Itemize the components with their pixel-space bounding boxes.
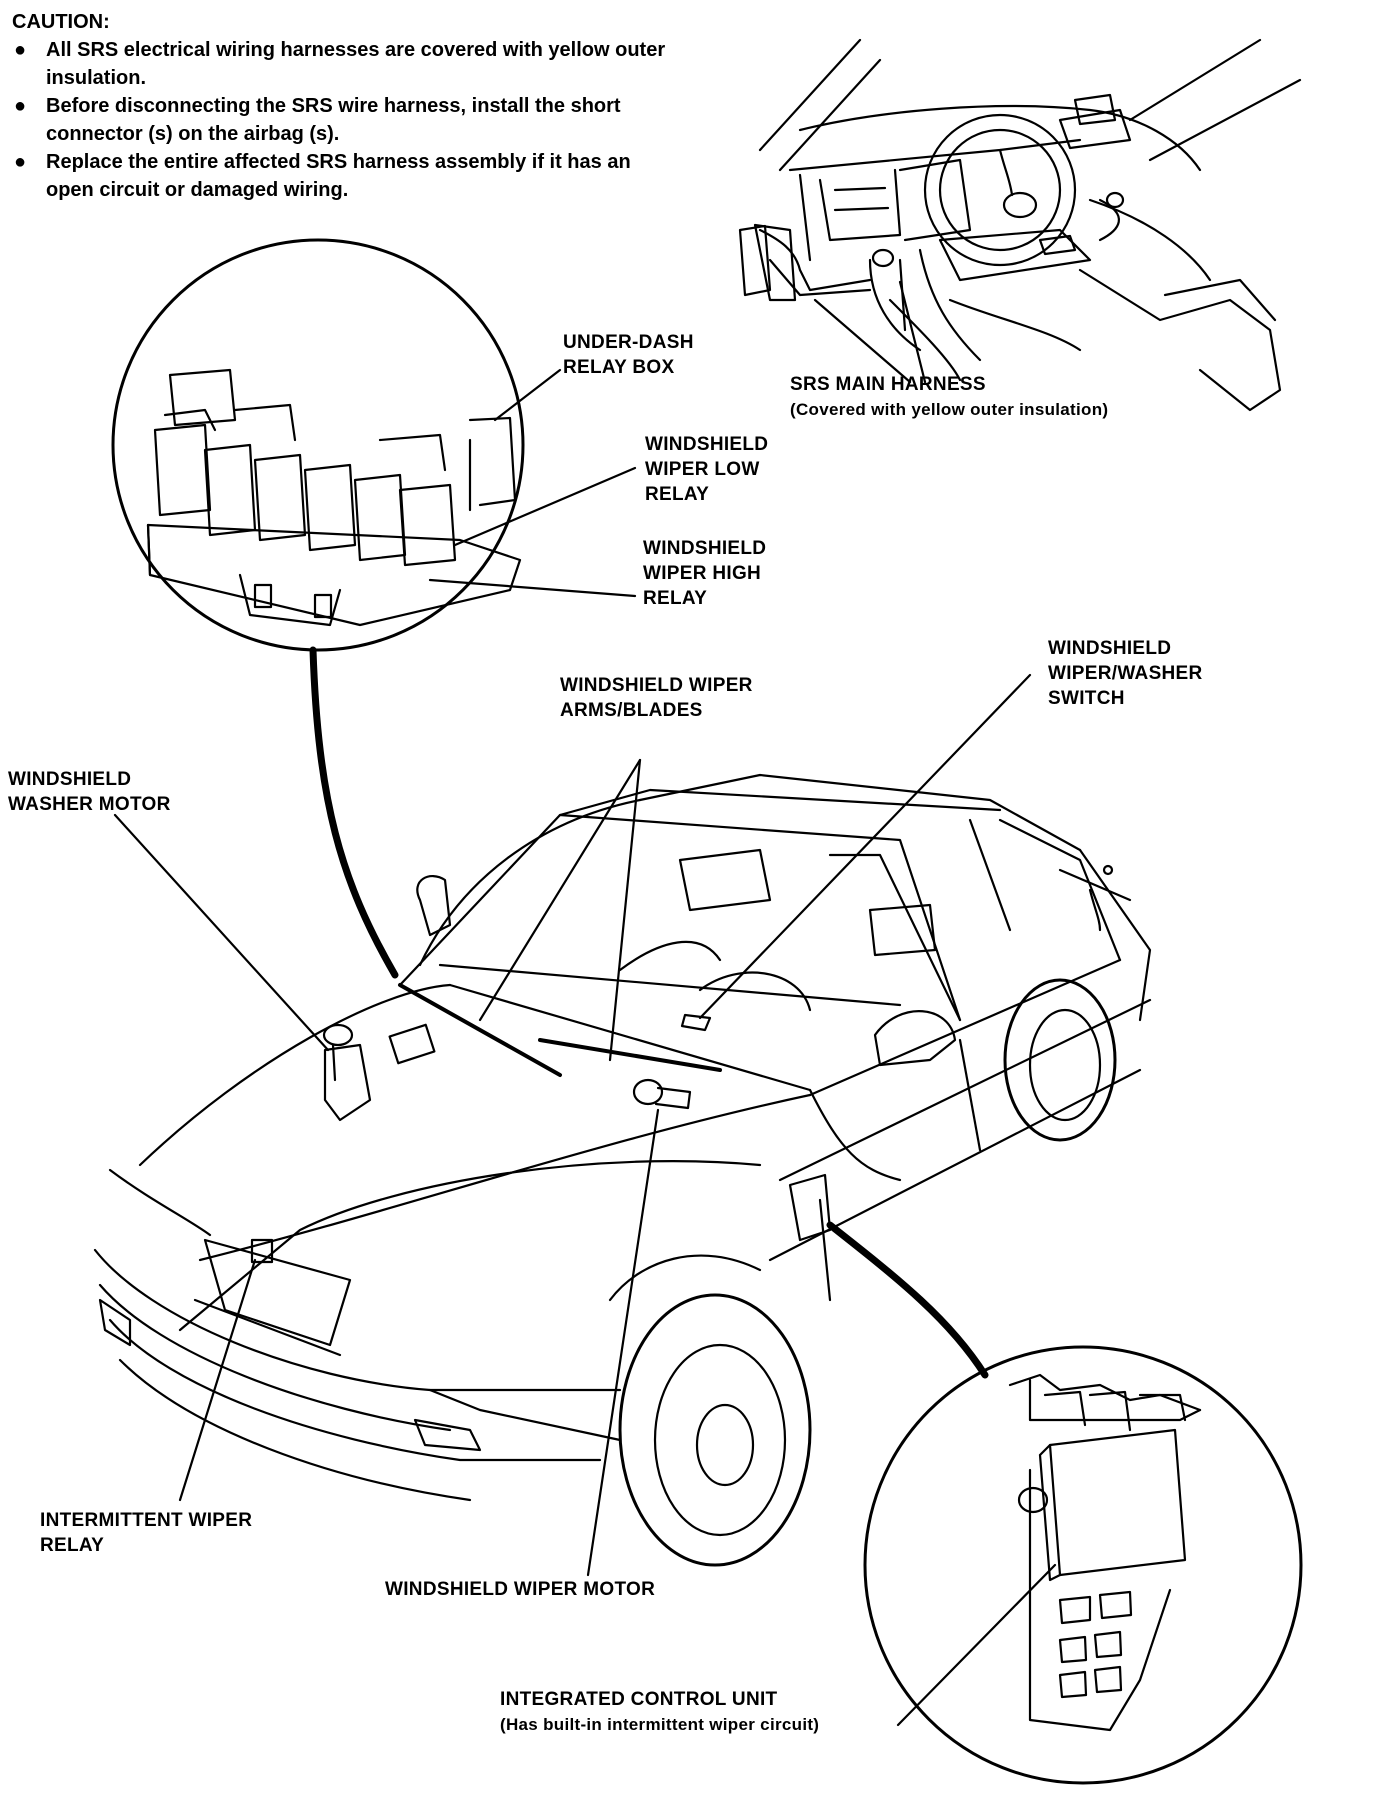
- caution-item: ●Before disconnecting the SRS wire harne…: [12, 92, 666, 148]
- wiper-high-relay-label: WINDSHIELD WIPER HIGH RELAY: [643, 538, 767, 609]
- intermittent-relay-front-part: [250, 1238, 274, 1264]
- wiper-low-relay-label: WINDSHIELD WIPER LOW RELAY: [645, 434, 769, 505]
- srs-harness-leader: [813, 298, 912, 384]
- relay-box-inset: [111, 238, 525, 652]
- caution-item: ●All SRS electrical wiring harnesses are…: [12, 36, 666, 92]
- wiper-switch-part: [680, 1013, 712, 1032]
- washer-motor-label: WINDSHIELD WASHER MOTOR: [8, 769, 171, 815]
- car-illustration: [93, 773, 1152, 1567]
- relay-box-leader: [493, 368, 562, 422]
- wiper-motor-part: [632, 1078, 692, 1110]
- caution-item: ●Replace the entire affected SRS harness…: [12, 148, 666, 204]
- caution-list: ●All SRS electrical wiring harnesses are…: [12, 36, 666, 204]
- intermittent-wiper-relay-label: INTERMITTENT WIPER RELAY: [40, 1510, 253, 1556]
- wiper-motor-label: WINDSHIELD WIPER MOTOR: [385, 1579, 656, 1600]
- srs-harness-leader: [898, 280, 927, 384]
- dashboard-illustration: [738, 38, 1302, 412]
- intermittent-relay-leader: [178, 1258, 257, 1502]
- icu-leader: [896, 1563, 1057, 1727]
- icu-inset: [863, 1345, 1303, 1785]
- wiper-washer-switch-label: WINDSHIELD WIPER/WASHER SWITCH: [1048, 638, 1203, 709]
- caution-heading: CAUTION:: [12, 11, 110, 33]
- washer-motor-leader: [113, 813, 330, 1052]
- under-dash-relay-box-label: UNDER-DASH RELAY BOX: [563, 332, 694, 378]
- bullet-icon: ●: [14, 95, 27, 117]
- bullet-icon: ●: [14, 151, 27, 173]
- relay-box-pointer: [309, 646, 399, 979]
- wiper-high-relay-leader: [428, 578, 637, 598]
- washer-motor-part: [322, 1023, 372, 1122]
- intermittent-relay-part: [388, 1023, 436, 1065]
- bullet-icon: ●: [14, 39, 27, 61]
- integrated-control-unit-label: INTEGRATED CONTROL UNIT (Has built-in in…: [500, 1689, 820, 1734]
- caution-block: CAUTION: ●All SRS electrical wiring harn…: [12, 8, 666, 204]
- arms-blades-leader: [608, 758, 642, 1062]
- arms-blades-leader: [478, 758, 642, 1022]
- wiper-switch-leader: [698, 673, 1032, 1020]
- wiper-low-relay-leader: [453, 466, 637, 547]
- icu-pointer: [826, 1221, 989, 1379]
- wiper-motor-leader: [586, 1108, 660, 1577]
- wiper-arms-blades-label: WINDSHIELD WIPER ARMS/BLADES: [560, 675, 753, 721]
- srs-main-harness-label: SRS MAIN HARNESS (Covered with yellow ou…: [790, 374, 1109, 419]
